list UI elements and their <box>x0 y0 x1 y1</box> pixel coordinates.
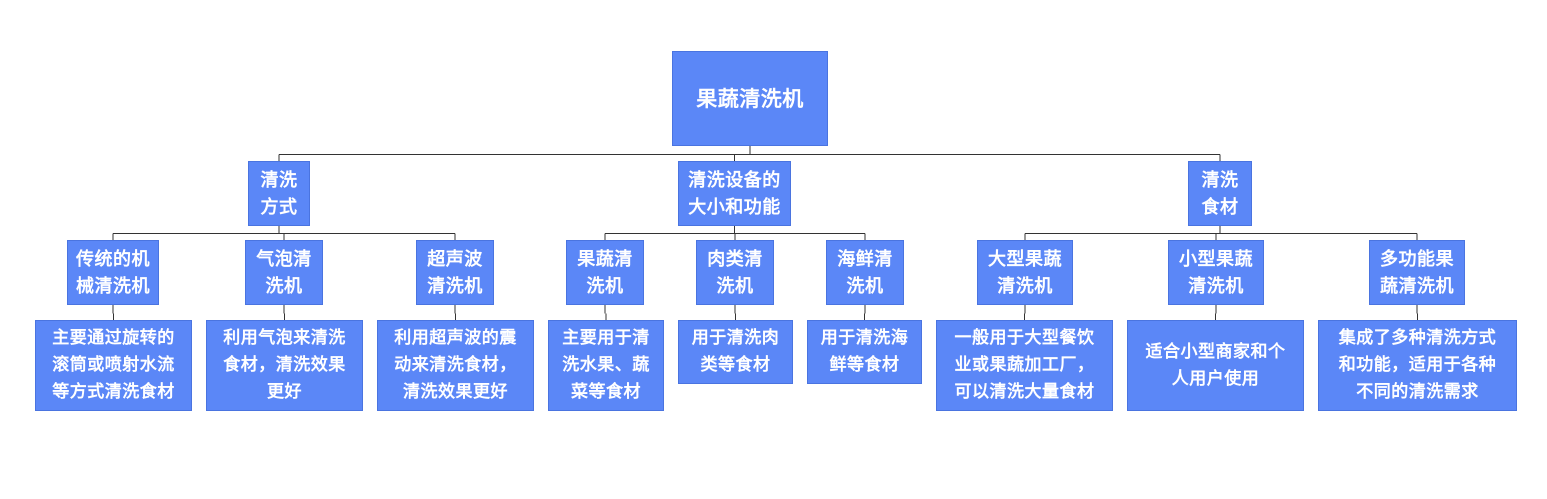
leaf-ultrasonic-washer: 超声波 清洗机 <box>416 240 494 305</box>
desc-ultrasonic-washer: 利用超声波的震 动来清洗食材， 清洗效果更好 <box>377 320 534 411</box>
branch-cleaning-ingredients: 清洗 食材 <box>1188 161 1252 226</box>
desc-multifunction-washer: 集成了多种清洗方式 和功能，适用于各种 不同的清洗需求 <box>1318 320 1517 411</box>
leaf-meat-washer: 肉类清 洗机 <box>696 240 774 305</box>
branch-device-size-function: 清洗设备的 大小和功能 <box>678 161 791 226</box>
leaf-seafood-washer: 海鲜清 洗机 <box>826 240 904 305</box>
desc-seafood-washer: 用于清洗海 鲜等食材 <box>807 320 922 384</box>
leaf-bubble-washer: 气泡清 洗机 <box>245 240 323 305</box>
desc-meat-washer: 用于清洗肉 类等食材 <box>678 320 793 384</box>
branch-cleaning-method: 清洗 方式 <box>248 161 310 226</box>
leaf-multifunction-washer: 多功能果 蔬清洗机 <box>1369 240 1465 305</box>
leaf-large-produce-washer: 大型果蔬 清洗机 <box>977 240 1073 305</box>
leaf-produce-washer: 果蔬清 洗机 <box>566 240 644 305</box>
leaf-mechanical-washer: 传统的机 械清洗机 <box>67 240 159 305</box>
desc-produce-washer: 主要用于清 洗水果、蔬 菜等食材 <box>548 320 664 411</box>
desc-bubble-washer: 利用气泡来清洗 食材，清洗效果 更好 <box>206 320 363 411</box>
desc-large-produce-washer: 一般用于大型餐饮 业或果蔬加工厂， 可以清洗大量食材 <box>936 320 1113 411</box>
root-node: 果蔬清洗机 <box>672 51 828 146</box>
desc-small-produce-washer: 适合小型商家和个 人用户使用 <box>1127 320 1304 411</box>
desc-mechanical-washer: 主要通过旋转的 滚筒或喷射水流 等方式清洗食材 <box>35 320 192 411</box>
leaf-small-produce-washer: 小型果蔬 清洗机 <box>1168 240 1264 305</box>
